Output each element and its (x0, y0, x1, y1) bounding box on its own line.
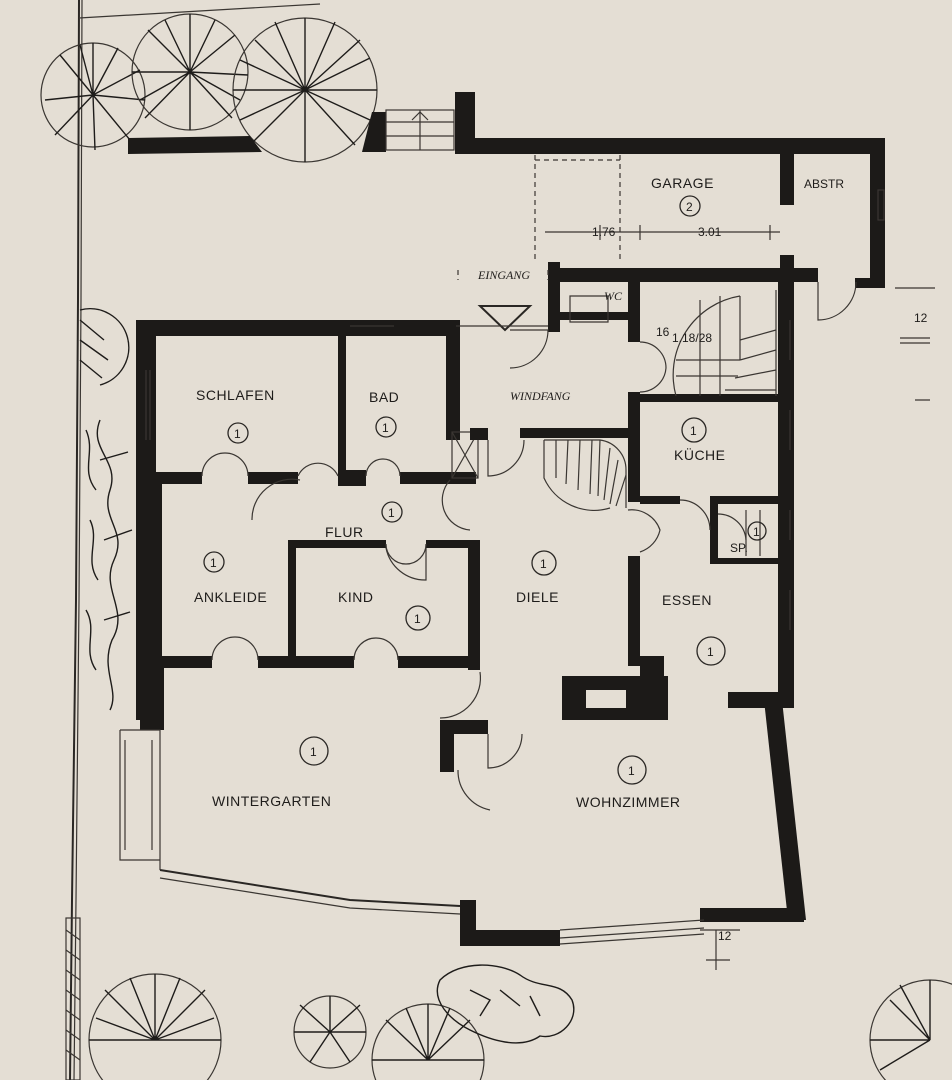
tree-symbol (88, 973, 222, 1080)
planter-wall (362, 112, 386, 152)
floor-symbol-wohnzimmer: 1 (628, 764, 635, 778)
floor-symbol-schlafen: 1 (234, 427, 241, 441)
room-label-essen: ESSEN (662, 592, 712, 608)
room-label-kueche: KÜCHE (674, 446, 726, 463)
dimension-garage-left: 1.76 (592, 225, 616, 239)
entrance-label: EINGANG (477, 268, 530, 282)
hatch-strip (65, 917, 81, 1080)
shrub-symbol (436, 964, 575, 1044)
tree-symbol (131, 13, 249, 131)
tree-symbol (371, 1003, 485, 1080)
tree-symbol (869, 979, 952, 1080)
dimension-bottom: 12 (718, 929, 732, 943)
floor-symbol-sp: 1 (753, 525, 760, 539)
room-label-diele: DIELE (516, 589, 559, 605)
room-label-windfang: WINDFANG (510, 389, 571, 403)
garage-walls (455, 92, 885, 332)
room-label-wintergarten: WINTERGARTEN (212, 793, 331, 809)
tree-symbol (40, 42, 146, 151)
floor-symbol-diele: 1 (540, 557, 547, 571)
room-label-ankleide: ANKLEIDE (194, 589, 267, 605)
interior-walls (156, 282, 780, 720)
room-label-garage: GARAGE (651, 175, 714, 191)
room-label-abstr: ABSTR (804, 177, 844, 191)
tree-symbol (293, 995, 367, 1069)
room-label-kind: KIND (338, 589, 373, 605)
room-label-wc: WC (604, 289, 623, 303)
staircase (543, 439, 627, 511)
floor-symbol-essen: 1 (707, 645, 714, 659)
floor-symbol-flur: 1 (388, 506, 395, 520)
room-label-wohnzimmer: WOHNZIMMER (576, 794, 681, 810)
room-label-bad: BAD (369, 389, 399, 405)
floor-symbol-wintergarten: 1 (310, 745, 317, 759)
staircase (672, 290, 777, 397)
room-label-sp: SP. (730, 541, 748, 555)
stair-count: 16 (656, 325, 670, 339)
room-label-flur: FLUR (325, 524, 364, 540)
stair-spec: 1.18/28 (672, 331, 712, 345)
steps (385, 109, 455, 151)
property-line (69, 0, 321, 1080)
door-swings (201, 329, 747, 811)
exterior-walls (136, 282, 806, 946)
shrub-symbol (79, 307, 133, 711)
dimension-side: 12 (914, 311, 928, 325)
floor-symbol-bad: 1 (382, 421, 389, 435)
floor-symbol-garage: 2 (686, 200, 693, 214)
room-label-schlafen: SCHLAFEN (196, 387, 275, 403)
tree-symbol (232, 17, 378, 163)
floor-symbol-ankleide: 1 (210, 556, 217, 570)
floor-symbol-kind: 1 (414, 612, 421, 626)
floor-symbol-kueche: 1 (690, 424, 697, 438)
planter-wall (128, 136, 262, 154)
dimension-garage-right: 3.01 (698, 225, 722, 239)
